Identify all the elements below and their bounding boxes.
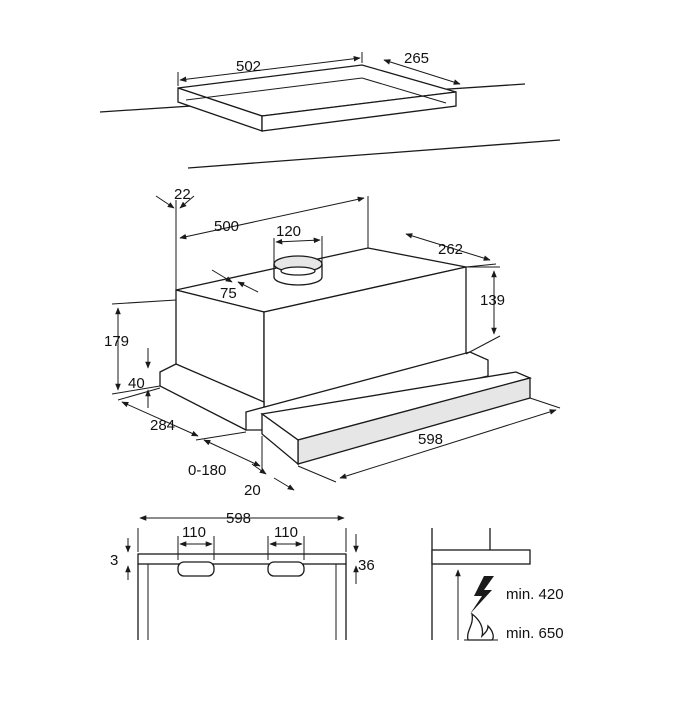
dim-265-label: 265 [404, 50, 429, 67]
dim-3-label: 3 [110, 552, 118, 569]
dim-36-label: 36 [358, 557, 375, 574]
dim-22-label: 22 [174, 186, 191, 203]
dim-75-label: 75 [220, 285, 237, 302]
dim-284-label: 284 [150, 417, 175, 434]
dim-500-label: 500 [214, 218, 239, 235]
dim-120-label: 120 [276, 223, 301, 240]
front-view [125, 515, 359, 640]
dim-598-label: 598 [418, 431, 443, 448]
side-clearance-view [431, 528, 531, 640]
dim-20-label: 20 [244, 482, 261, 499]
dim-598-bottom-label: 598 [226, 510, 251, 527]
dim-139-label: 139 [480, 292, 505, 309]
dim-0-180-label: 0-180 [188, 462, 226, 479]
dimension-labels: 502 265 22 500 120 262 75 139 179 40 284… [104, 50, 505, 574]
lightning-icon [470, 576, 494, 614]
gas-clearance-label: min. 650 [506, 625, 564, 642]
flame-icon [464, 612, 498, 641]
electric-clearance-label: min. 420 [506, 586, 564, 603]
dim-179-label: 179 [104, 333, 129, 350]
dim-262-label: 262 [438, 241, 463, 258]
dim-110-left-label: 110 [182, 524, 206, 541]
cutout-view [99, 52, 561, 169]
dim-40-label: 40 [128, 375, 145, 392]
hood-view [111, 195, 561, 491]
dim-502-label: 502 [236, 58, 261, 75]
dim-110-right-label: 110 [274, 524, 298, 541]
